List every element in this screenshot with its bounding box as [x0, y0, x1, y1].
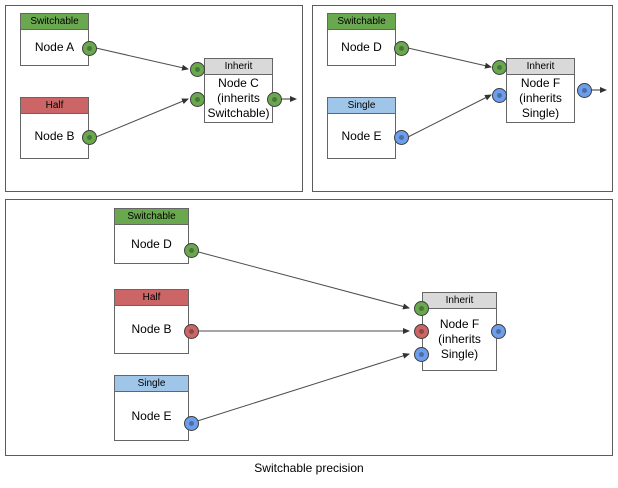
panel-switchable-plus-single: Switchable Node D Single Node E Inherit …: [312, 5, 613, 192]
node-box-node-b[interactable]: Half Node B: [20, 97, 89, 159]
node-box-node-e2[interactable]: Single Node E: [114, 375, 189, 441]
node-box-node-f[interactable]: Inherit Node F (inherits Single): [506, 58, 575, 123]
node-d-header: Switchable: [328, 14, 395, 30]
diagram-caption: Switchable precision: [254, 461, 364, 475]
node-b-label: Node B: [34, 128, 75, 143]
node-a-header: Switchable: [21, 14, 88, 30]
port-node-a-out[interactable]: [82, 41, 97, 56]
node-d2-header: Switchable: [115, 209, 188, 225]
node-f2-header: Inherit: [423, 293, 496, 309]
node-b2-label: Node B: [131, 322, 172, 336]
node-c-label: Node C (inherits Switchable): [207, 76, 270, 120]
node-f-label: Node F (inherits Single): [519, 76, 562, 120]
node-e-label: Node E: [341, 128, 382, 143]
panel-switchable-plus-half: Switchable Node A Half Node B Inherit No…: [5, 5, 303, 192]
port-node-d-out[interactable]: [394, 41, 409, 56]
node-c-header: Inherit: [205, 59, 272, 75]
node-box-node-e[interactable]: Single Node E: [327, 97, 396, 159]
node-e2-label: Node E: [131, 408, 172, 423]
port-node-f2-in-2[interactable]: [414, 324, 429, 339]
port-node-f2-in-3[interactable]: [414, 347, 429, 362]
node-f2-label: Node F (inherits Single): [438, 317, 481, 361]
node-a-label: Node A: [34, 40, 75, 54]
node-box-node-b2[interactable]: Half Node B: [114, 289, 189, 354]
port-node-f-in-2[interactable]: [492, 88, 507, 103]
node-d2-label: Node D: [131, 236, 172, 251]
port-node-e-out[interactable]: [394, 130, 409, 145]
port-node-f2-out[interactable]: [491, 324, 506, 339]
port-node-d2-out[interactable]: [184, 243, 199, 258]
port-node-b-out[interactable]: [82, 130, 97, 145]
port-node-c-out[interactable]: [267, 92, 282, 107]
port-node-e2-out[interactable]: [184, 416, 199, 431]
node-b2-header: Half: [115, 290, 188, 306]
port-node-c-in-1[interactable]: [190, 62, 205, 77]
port-node-f2-in-1[interactable]: [414, 301, 429, 316]
port-node-f-out[interactable]: [577, 83, 592, 98]
node-box-node-f2[interactable]: Inherit Node F (inherits Single): [422, 292, 497, 371]
port-node-b2-out[interactable]: [184, 324, 199, 339]
node-f-header: Inherit: [507, 59, 574, 75]
node-b-header: Half: [21, 98, 88, 114]
node-e2-header: Single: [115, 376, 188, 392]
node-box-node-d2[interactable]: Switchable Node D: [114, 208, 189, 264]
node-box-node-d[interactable]: Switchable Node D: [327, 13, 396, 66]
node-box-node-c[interactable]: Inherit Node C (inherits Switchable): [204, 58, 273, 123]
port-node-f-in-1[interactable]: [492, 60, 507, 75]
port-node-c-in-2[interactable]: [190, 92, 205, 107]
node-e-header: Single: [328, 98, 395, 114]
node-box-node-a[interactable]: Switchable Node A: [20, 13, 89, 66]
panel-switchable-precision-combined: Switchable Node D Half Node B Single Nod…: [5, 199, 613, 456]
node-d-label: Node D: [341, 40, 382, 54]
